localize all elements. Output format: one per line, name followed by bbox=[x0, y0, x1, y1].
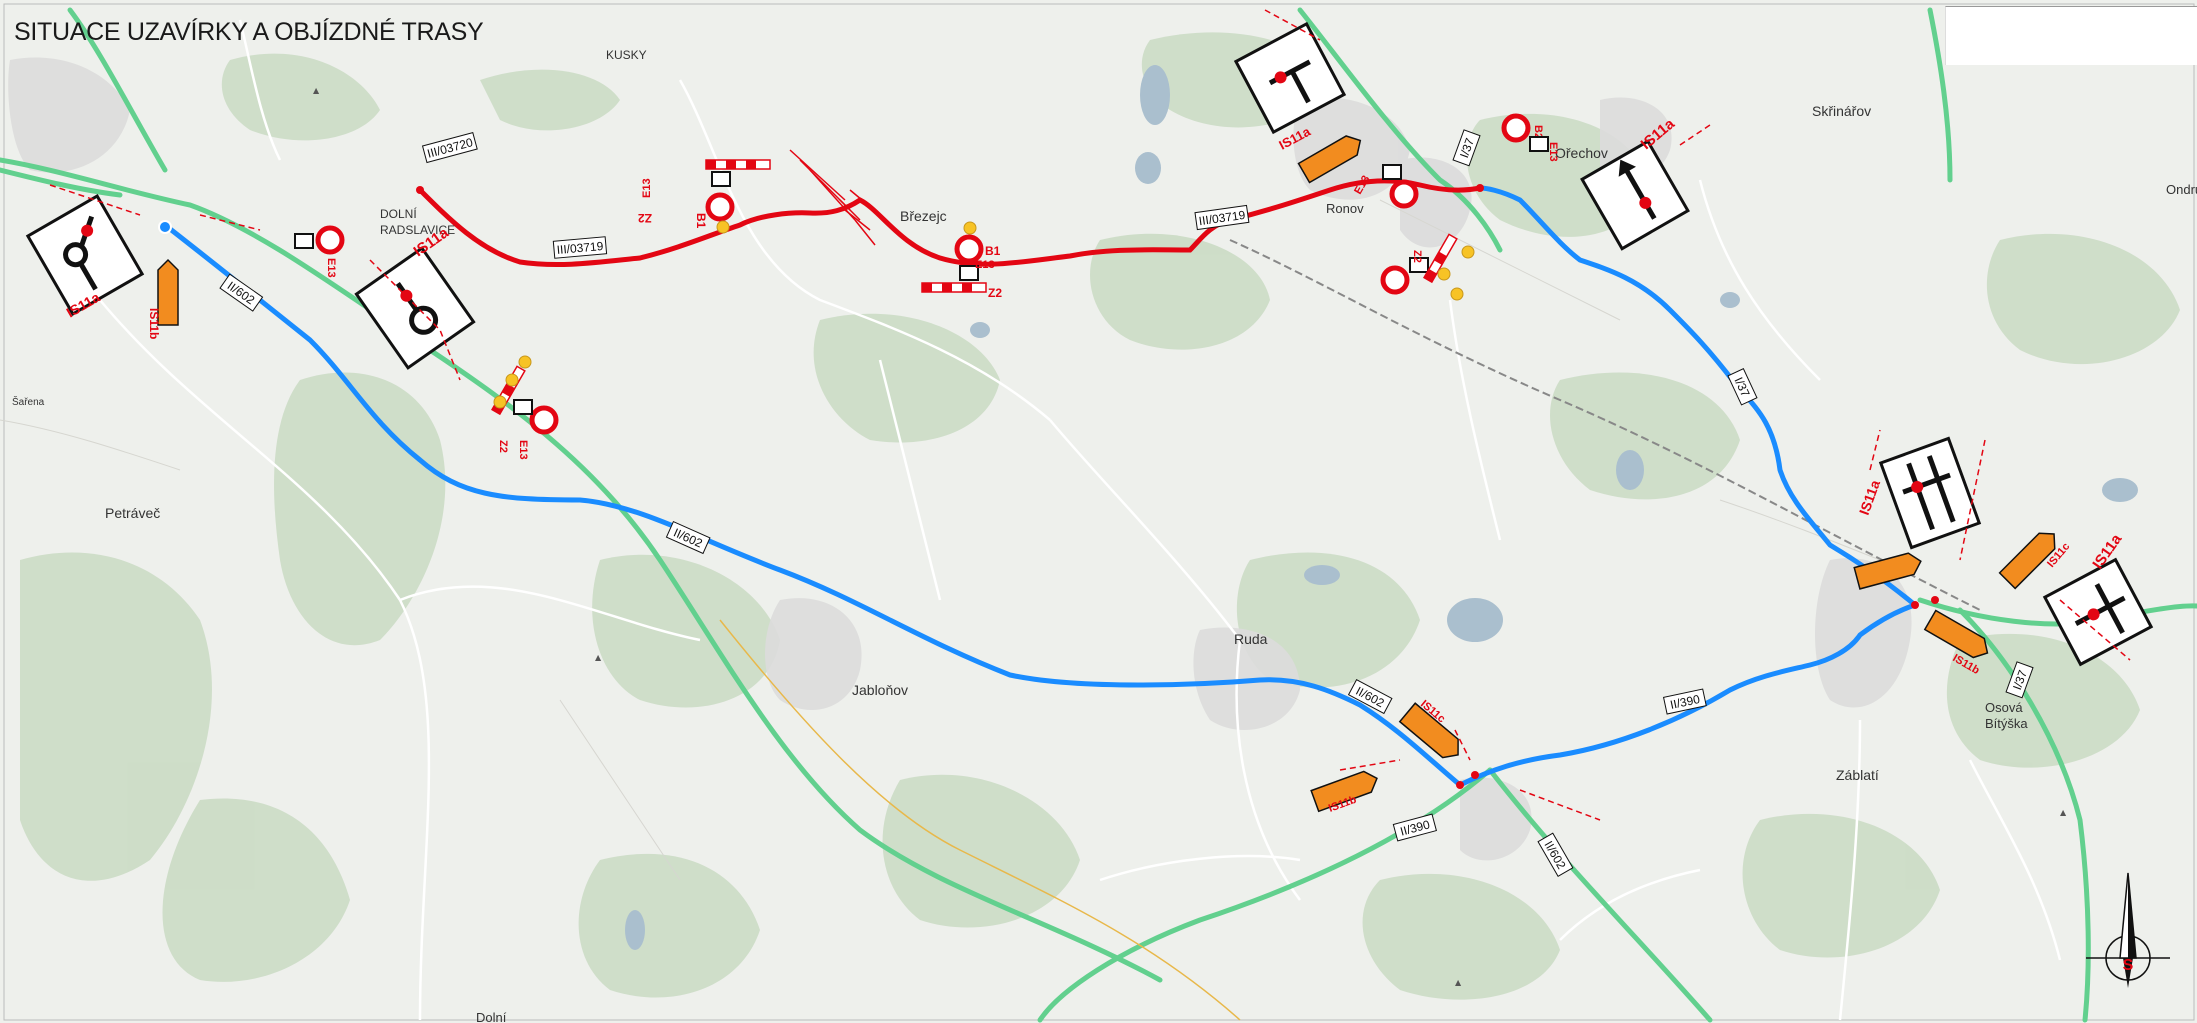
road-label-ii390-a: II/390 bbox=[1662, 688, 1707, 715]
closure-hatch-brezejc bbox=[789, 149, 881, 246]
is11a-detour-board-icon bbox=[1580, 139, 1690, 251]
svg-text:III/03719: III/03719 bbox=[1198, 208, 1247, 228]
road-label-i37-b: I/37 bbox=[1727, 368, 1758, 406]
minor-roads bbox=[99, 19, 2062, 1021]
label-petravec: Petráveč bbox=[105, 505, 160, 521]
sign-label-z2-a: Z2 bbox=[638, 211, 652, 225]
sign-leader-lines bbox=[49, 9, 2131, 821]
svg-text:▲: ▲ bbox=[313, 86, 320, 95]
svg-text:I/37: I/37 bbox=[1457, 136, 1477, 160]
road-label-ii602-b: II/602 bbox=[665, 520, 711, 555]
label-zablati: Záblatí bbox=[1836, 767, 1879, 783]
map-frame bbox=[3, 3, 2195, 1021]
legend-box bbox=[1945, 6, 2197, 65]
minor-roads-edge bbox=[0, 199, 1881, 881]
is11b-direction-arrow-icon bbox=[1923, 609, 1989, 659]
svg-text:II/390: II/390 bbox=[1669, 692, 1702, 712]
is11a-detour-board-icon bbox=[1233, 21, 1347, 135]
motorway-accent bbox=[719, 619, 1241, 1021]
label-dolni-radslavice-2: RADSLAVICE bbox=[380, 223, 455, 237]
is11b-direction-arrow-icon bbox=[1297, 135, 1362, 184]
svg-text:▲: ▲ bbox=[2060, 808, 2067, 817]
closure-route bbox=[417, 178, 1483, 268]
label-osova-1: Osová bbox=[1985, 700, 2023, 715]
sign-label-e13-e: E13 bbox=[1547, 142, 1559, 162]
label-ondru: Ondru bbox=[2166, 182, 2197, 197]
label-sarma: Šařena bbox=[12, 395, 45, 408]
svg-text:▲: ▲ bbox=[595, 653, 602, 662]
is11a-detour-board-icon bbox=[1878, 436, 1982, 550]
sign-label-z2-d: Z2 bbox=[1411, 250, 1423, 263]
railway bbox=[1229, 239, 1981, 611]
compass-label: S bbox=[2123, 957, 2134, 974]
main-roads bbox=[0, 7, 2197, 1023]
svg-text:▲: ▲ bbox=[1455, 978, 1462, 987]
sign-label-is11b-left: IS11b bbox=[147, 308, 161, 339]
sign-label-z2-b: Z2 bbox=[988, 286, 1002, 300]
page-title: SITUACE UZAVÍRKY A OBJÍZDNÉ TRASY bbox=[14, 18, 484, 46]
b1-no-entry-icon bbox=[315, 113, 1531, 435]
road-label-iii03719-a: III/03719 bbox=[552, 236, 608, 259]
label-osova-2: Bítýška bbox=[1985, 716, 2028, 731]
label-dolni: Dolní bbox=[476, 1010, 507, 1023]
spot-heights: ▲ ▲ ▲ ▲ bbox=[313, 86, 2067, 987]
label-orechov: Ořechov bbox=[1555, 145, 1608, 161]
junction-point-left bbox=[158, 220, 172, 234]
label-brezejc: Březejc bbox=[900, 208, 947, 224]
sign-label-e13-c: E13 bbox=[975, 259, 995, 271]
is11a-detour-board-icon bbox=[2042, 557, 2154, 667]
sign-label-e13-a: E13 bbox=[325, 258, 337, 278]
e13-supplementary-icon bbox=[294, 136, 1549, 415]
forest-areas bbox=[20, 32, 2180, 1000]
label-ruda: Ruda bbox=[1234, 631, 1268, 647]
label-kusky: KUSKY bbox=[606, 48, 647, 62]
is11b-direction-arrow-icon bbox=[1398, 702, 1459, 759]
is11b-direction-arrow-icon bbox=[1998, 532, 2056, 590]
is11b-direction-arrow-icon bbox=[157, 258, 179, 326]
label-ronov: Ronov bbox=[1326, 201, 1364, 216]
label-dolni-radslavice-1: DOLNÍ bbox=[380, 206, 417, 221]
is11b-direction-arrow-icon bbox=[1853, 552, 1922, 590]
is11a-detour-board-icon bbox=[25, 193, 145, 317]
north-arrow-icon: S bbox=[2086, 872, 2170, 988]
road-label-ii390-b: II/390 bbox=[1392, 813, 1438, 842]
road-label-iii03719-b: III/03719 bbox=[1194, 204, 1250, 231]
svg-text:III/03719: III/03719 bbox=[556, 239, 604, 257]
sign-label-e13-b: E13 bbox=[641, 178, 653, 198]
detour-route bbox=[162, 185, 1918, 788]
svg-text:I/37: I/37 bbox=[2010, 668, 2030, 692]
road-label-i37-c: I/37 bbox=[2005, 661, 2034, 699]
junction-marker-icon bbox=[416, 184, 1939, 789]
sign-label-e13-d: E13 bbox=[517, 440, 529, 460]
is11b-direction-arrow-icon bbox=[1310, 770, 1378, 813]
label-skrinarov: Skřinářov bbox=[1812, 103, 1871, 119]
label-jablonov: Jabloňov bbox=[852, 682, 908, 698]
sign-label-b1-brezejc: B1 bbox=[985, 244, 1001, 258]
sign-label-z2-c: Z2 bbox=[497, 440, 509, 453]
sign-label-b1-kusky: B1 bbox=[694, 213, 708, 229]
road-label-i37-a: I/37 bbox=[1452, 129, 1481, 167]
water-bodies bbox=[625, 65, 2138, 950]
warning-light-icon bbox=[493, 220, 1475, 409]
